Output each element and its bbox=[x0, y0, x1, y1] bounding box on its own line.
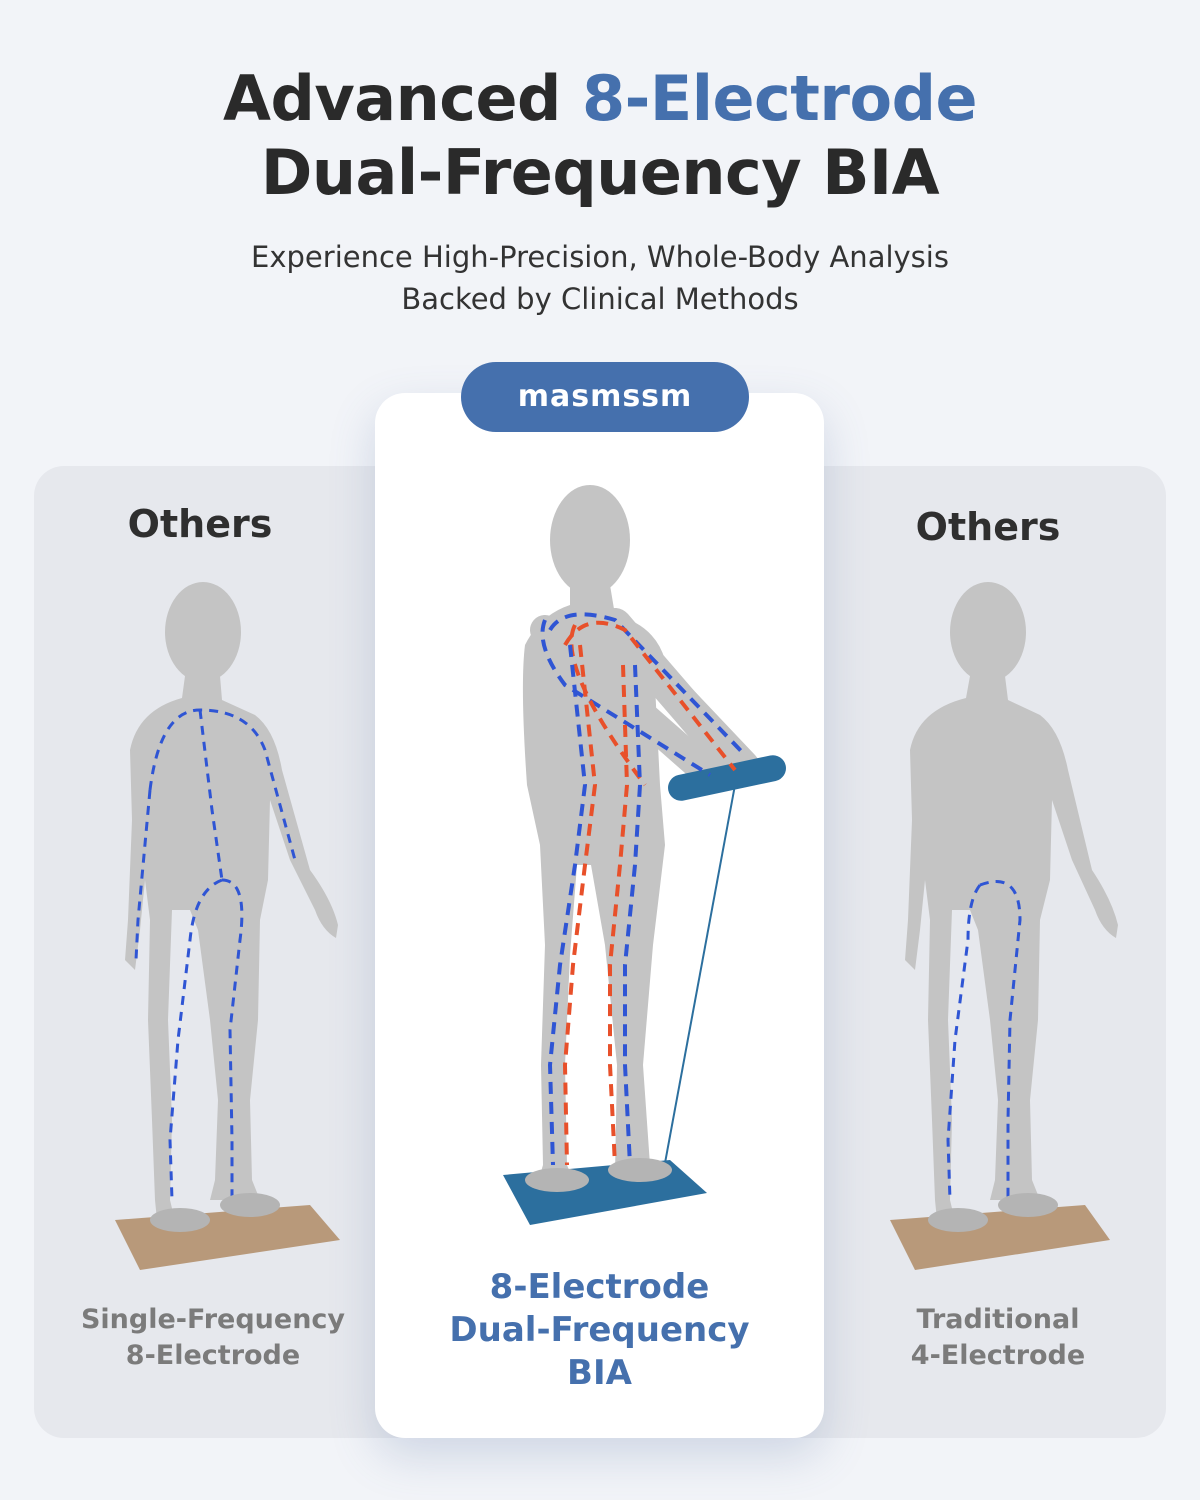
right-figure-head bbox=[950, 582, 1026, 682]
right-body-figure bbox=[890, 582, 1118, 1270]
subtitle-line-2: Backed by Clinical Methods bbox=[401, 282, 799, 316]
title-line-1: Advanced 8-Electrode bbox=[222, 62, 978, 135]
left-panel-label: Others bbox=[127, 502, 273, 546]
title-accent: 8-Electrode bbox=[582, 62, 978, 135]
handle-electrode-icon bbox=[668, 755, 786, 801]
title-line-2: Dual-Frequency BIA bbox=[260, 136, 940, 209]
left-figure-head bbox=[165, 582, 241, 682]
center-panel-caption: 8-Electrode Dual-Frequency BIA bbox=[449, 1267, 750, 1393]
page-title: Advanced 8-Electrode Dual-Frequency BIA bbox=[0, 62, 1200, 210]
center-scale-icon bbox=[503, 1160, 707, 1225]
left-body-figure bbox=[115, 582, 340, 1270]
subtitle-line-1: Experience High-Precision, Whole-Body An… bbox=[251, 240, 949, 274]
right-figure-body bbox=[905, 676, 1118, 1230]
center-body-figure bbox=[503, 485, 786, 1225]
right-scale-icon bbox=[890, 1205, 1110, 1270]
left-figure-body bbox=[125, 676, 338, 1230]
brand-badge: masmssm bbox=[461, 362, 749, 432]
page-subtitle: Experience High-Precision, Whole-Body An… bbox=[0, 236, 1200, 320]
left-scale-icon bbox=[115, 1205, 340, 1270]
center-figure-head bbox=[550, 485, 630, 595]
right-panel-label: Others bbox=[915, 505, 1061, 549]
right-panel-caption: Traditional 4-Electrode bbox=[910, 1304, 1086, 1371]
left-panel-caption: Single-Frequency 8-Electrode bbox=[80, 1304, 346, 1371]
